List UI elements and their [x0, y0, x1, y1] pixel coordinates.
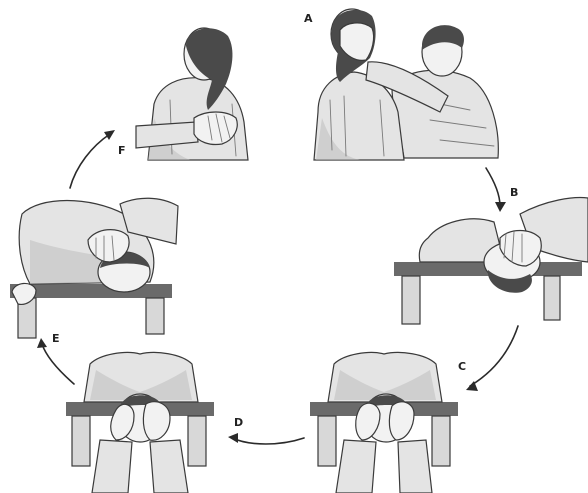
- illustration-step-e: [10, 198, 178, 338]
- arrow-e-to-f: [70, 134, 110, 188]
- illustration-step-a: [314, 9, 498, 160]
- step-label-e: E: [52, 332, 60, 345]
- step-label-f: F: [118, 144, 126, 157]
- illustration-step-f: [136, 28, 248, 160]
- step-label-d: D: [234, 416, 243, 429]
- illustration-step-b: [394, 198, 588, 324]
- step-label-b: B: [510, 186, 518, 199]
- therapist-hand-f: [194, 112, 237, 145]
- therapist-hand-c-right: [389, 402, 414, 440]
- arrow-a-to-b: [486, 168, 500, 206]
- step-label-a: A: [304, 12, 313, 25]
- therapist-hand-d-right: [143, 402, 170, 441]
- arrow-d-to-e: [42, 344, 74, 384]
- illustration-step-c: [310, 352, 458, 493]
- illustration-step-d: [66, 352, 214, 493]
- step-label-c: C: [458, 360, 466, 373]
- therapist-arm-c: [336, 440, 376, 493]
- arrow-b-to-c: [470, 326, 518, 386]
- therapist-arm-d: [92, 440, 132, 493]
- arrow-c-to-d: [232, 438, 304, 444]
